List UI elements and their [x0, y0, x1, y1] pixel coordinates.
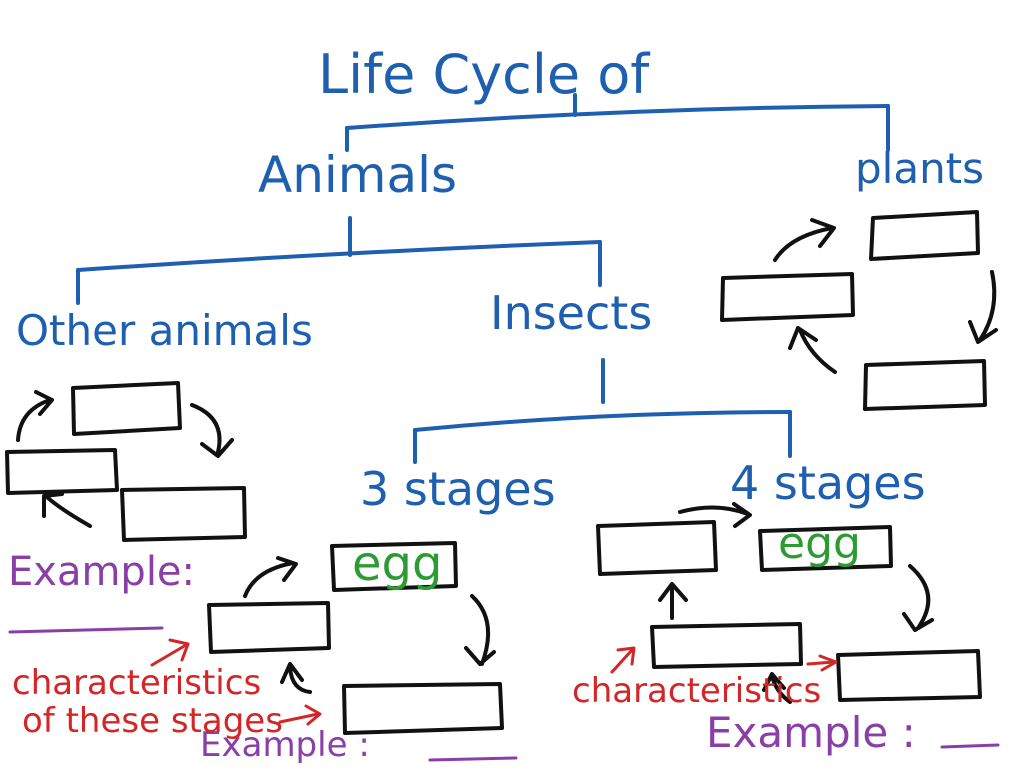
three-stages-box-left: [207, 601, 331, 654]
plants-box-left: [720, 272, 855, 322]
other-animals-arrow-2: [190, 403, 234, 458]
branch-label-other-animals: Other animals: [16, 306, 313, 355]
three-stages-box-bottom: [342, 682, 504, 735]
three-stages-arrow-1: [243, 556, 298, 598]
four-stages-characteristics-label: characteristics: [572, 671, 822, 711]
plants-box-top: [869, 210, 980, 261]
branch-label-animals: Animals: [258, 146, 458, 204]
three-stages-characteristics-line1: characteristics: [12, 663, 262, 703]
four-stages-pointer-arrow: [610, 646, 636, 674]
animals-branch-bar: [76, 240, 602, 272]
four-stages-box-bottom: [836, 649, 982, 702]
other-animals-box-top: [71, 381, 182, 436]
three-stages-arrow-2: [464, 594, 496, 666]
four-stages-box-egg: [758, 525, 893, 572]
insects-branch-bar: [413, 410, 792, 432]
plants-arrow-1: [773, 218, 836, 262]
three-stages-box-egg: [330, 541, 458, 592]
four-stages-arrow-1: [678, 502, 752, 528]
four-stages-arrow-2: [902, 564, 934, 632]
four-stages-arrow-3: [658, 582, 688, 620]
four-stages-arrow-4: [762, 672, 792, 704]
branch-label-insects: Insects: [490, 286, 653, 340]
other-animals-box-left: [5, 448, 119, 495]
four-stages-example-blank: [940, 743, 1000, 749]
plants-arrow-2: [968, 270, 998, 344]
three-stages-pointer-arrow: [150, 638, 190, 667]
three-stages-pointer-arrow-2: [278, 704, 322, 726]
three-stages-example-blank: [428, 756, 518, 762]
other-animals-example-blank: [8, 626, 164, 634]
title-branch-bar: [345, 104, 890, 130]
other-animals-example-label: Example:: [8, 549, 196, 595]
other-animals-arrow-1: [16, 390, 54, 442]
other-animals-box-bottom: [120, 486, 247, 542]
four-stages-pointer-arrow-2: [806, 654, 838, 672]
plants-box-bottom: [863, 359, 987, 411]
branch-label-three-stages: 3 stages: [360, 462, 556, 516]
three-stages-example-label: Example :: [200, 725, 370, 765]
four-stages-box-left: [596, 520, 718, 576]
four-stages-example-label: Example :: [706, 708, 916, 757]
diagram-title: Life Cycle of: [318, 43, 650, 106]
branch-label-plants: plants: [855, 144, 985, 193]
four-stages-egg-label: egg: [778, 518, 861, 569]
plants-arrow-3: [788, 326, 837, 374]
four-stages-box-middle: [650, 622, 803, 669]
three-stages-egg-label: egg: [352, 536, 443, 592]
three-stages-characteristics-line2: of these stages: [22, 701, 283, 741]
three-stages-arrow-3: [280, 662, 312, 694]
branch-label-four-stages: 4 stages: [730, 456, 926, 510]
other-animals-arrow-3: [42, 492, 92, 528]
